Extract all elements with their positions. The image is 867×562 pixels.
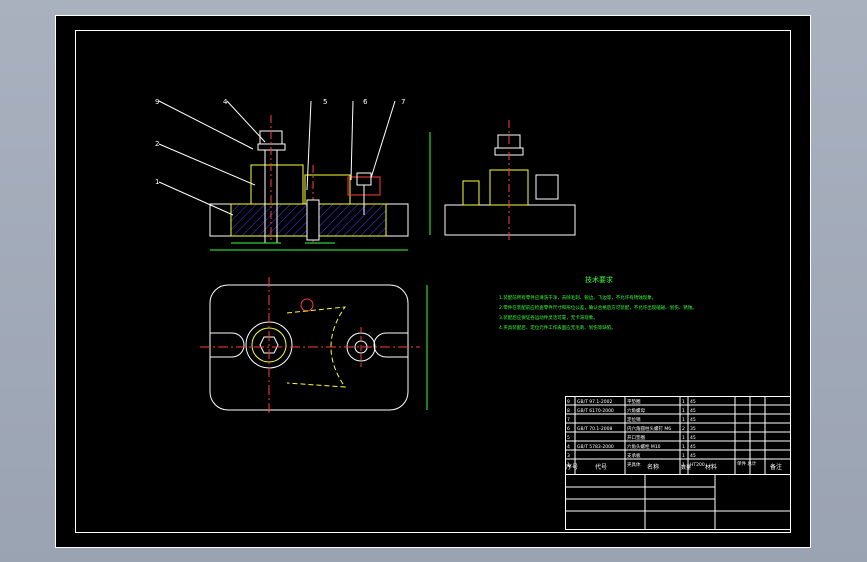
bom-header-remark: 备注	[770, 463, 782, 471]
leader-9	[158, 100, 254, 150]
bom-cell-qty: 1	[682, 435, 685, 441]
right-slot	[373, 332, 408, 358]
bom-cell-name: 开口垫圈	[627, 434, 645, 441]
leader-7	[370, 100, 396, 179]
bom-cell-material: 45	[690, 444, 696, 450]
bom-cell-name: 平垫圈	[627, 398, 641, 405]
bom-cell-qty: 1	[682, 444, 685, 450]
bom-cell-material: 45	[690, 435, 696, 441]
bom-header-material: 材料	[705, 463, 717, 471]
notes-line-3: 3.装配后应保证各运动件灵活可靠，无卡滞现象。	[499, 314, 598, 321]
hex-nut-top	[259, 336, 279, 354]
bom-cell-no: 8	[567, 408, 570, 414]
bom-table	[565, 396, 791, 530]
balloon-6: 6	[363, 98, 368, 106]
bom-cell-code: GB/T 5783-2000	[577, 444, 614, 450]
bom-cell-qty: 1	[682, 399, 685, 405]
leader-2	[158, 143, 256, 186]
bom-cell-name: 支承板	[627, 452, 641, 459]
notes-title: 技术要求	[585, 275, 613, 284]
pin-top	[300, 298, 314, 312]
leader-1	[158, 181, 234, 216]
balloon-1: 1	[155, 178, 159, 186]
bom-cell-material: 45	[690, 399, 696, 405]
side-view	[429, 120, 576, 243]
bom-cell-no: 9	[567, 399, 570, 405]
bom-cell-name: 夹具体	[627, 461, 641, 468]
bom-cell-name: 六角螺母	[627, 407, 645, 414]
leader-4	[226, 100, 266, 143]
bom-cell-no: 3	[567, 453, 570, 459]
side-right-rib	[535, 174, 559, 200]
bom-cell-material: 45	[690, 417, 696, 423]
balloon-9: 9	[155, 98, 159, 106]
side-base	[444, 204, 576, 236]
bom-cell-qty: 1	[682, 462, 685, 468]
notes-line-1: 1.装配前所有零件应清洗干净，去除毛刺、锐边、飞边等，不允许有锈蚀现象。	[499, 294, 656, 301]
bom-cell-qty: 2	[682, 426, 685, 432]
balloon-2: 2	[155, 140, 159, 148]
bom-cell-material: 45	[690, 453, 696, 459]
bom-cell-code: GB/T 6170-2000	[577, 408, 614, 414]
bom-cell-name: 定位销	[627, 416, 641, 423]
pin-hole	[306, 199, 320, 241]
bom-cell-name: 六角头螺栓 M10	[627, 443, 661, 450]
bom-cell-qty: 1	[682, 453, 685, 459]
bom-cell-no: 6	[567, 426, 570, 432]
left-slot	[210, 332, 245, 358]
balloon-5: 5	[323, 98, 327, 106]
leader-5	[306, 100, 312, 191]
bom-cell-no: 7	[567, 417, 570, 423]
notes-line-2: 2.零件在装配前应检查零件尺寸和形位公差，确认合格后方可装配，不允许出现磕碰、划…	[499, 304, 697, 311]
open-washer	[304, 174, 351, 205]
drawing-canvas: 9 4 5 6 7 2 1	[55, 15, 811, 548]
bom-cell-no: 5	[567, 435, 570, 441]
bom-cell-qty: 1	[682, 408, 685, 414]
bom-cell-no: 4	[567, 444, 570, 450]
bom-cell-no: 1	[567, 462, 570, 468]
bom-header-code: 代号	[595, 463, 607, 471]
inner-frame	[75, 30, 791, 533]
bom-header-name: 名称	[647, 463, 659, 471]
bom-cell-material: 45	[690, 408, 696, 414]
bom-cell-code: GB/T 97.1-2002	[577, 399, 613, 405]
bom-cell-qty: 1	[682, 417, 685, 423]
bom-header-qty: 数量	[681, 464, 691, 471]
bom-cell-material: 35	[690, 426, 696, 432]
bom-header-no: 序号	[566, 463, 578, 471]
bom-cell-code: GB/T 70.1-2008	[577, 426, 613, 432]
notes-line-4: 4.夹具装配后，定位元件工作表面应无毛刺、划伤等缺陷。	[499, 324, 616, 331]
leader-6	[350, 100, 354, 181]
drawing-sheet[interactable]: 9 4 5 6 7 2 1	[55, 15, 811, 548]
bom-cell-name: 内六角圆柱头螺钉 M6	[627, 425, 671, 432]
outer-frame	[55, 15, 811, 548]
balloon-4: 4	[223, 98, 228, 106]
bom-header-weight: 单件 总计	[737, 460, 757, 467]
screw-head	[356, 172, 372, 186]
top-view	[200, 277, 428, 415]
bom-cell-material: HT200	[690, 462, 705, 468]
balloon-7: 7	[401, 98, 405, 106]
side-left-rib	[462, 180, 480, 206]
front-view	[158, 100, 409, 251]
